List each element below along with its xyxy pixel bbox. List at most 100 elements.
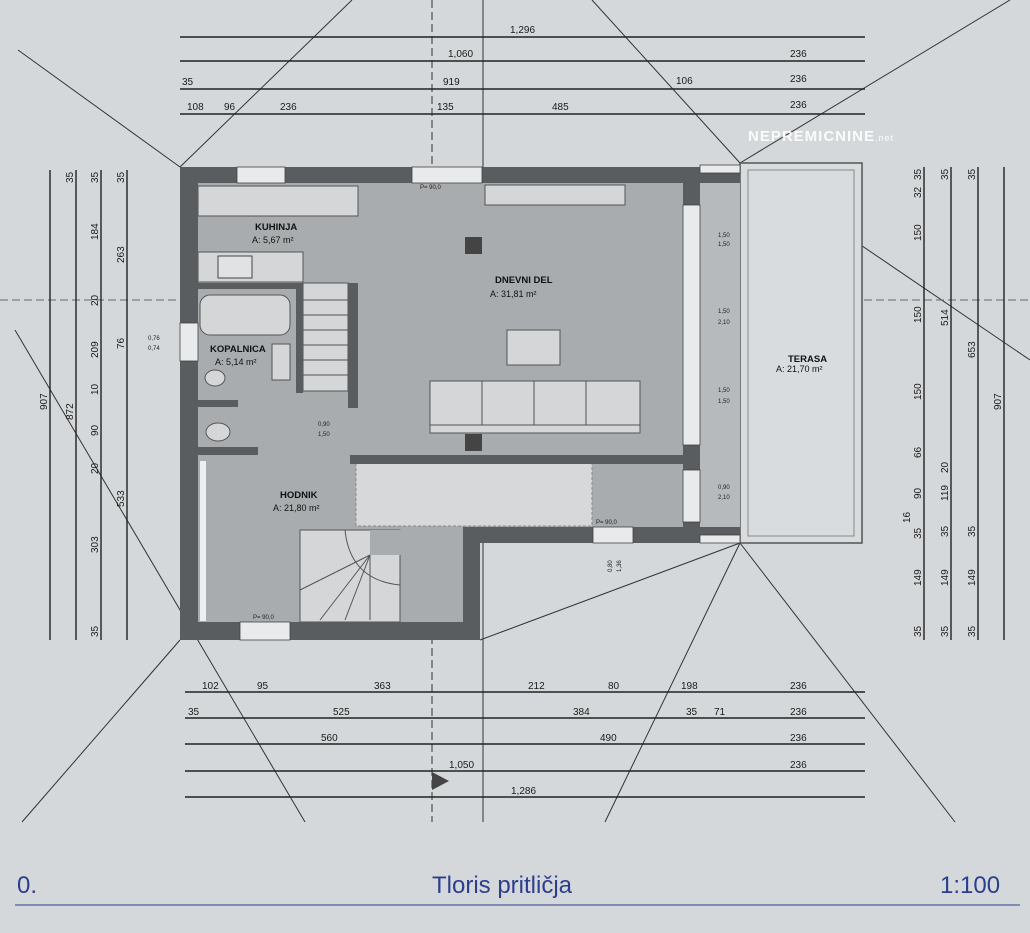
bidet bbox=[204, 369, 226, 387]
dim-label: 35 bbox=[116, 171, 127, 183]
dim-label: 66 bbox=[913, 446, 924, 458]
dim-label: 32 bbox=[913, 186, 924, 198]
terrace-inner bbox=[747, 169, 855, 537]
dim-label: 1,060 bbox=[448, 49, 473, 60]
parapet-height: P= 90,0 bbox=[420, 185, 442, 191]
opening-width: 0,90 bbox=[718, 485, 730, 491]
dim-label: 653 bbox=[967, 341, 978, 358]
terrace-strip bbox=[700, 183, 740, 533]
dim-label: 35 bbox=[686, 707, 698, 718]
dim-label: 108 bbox=[187, 102, 204, 113]
dim-label: 490 bbox=[600, 733, 617, 744]
opening-width: 0,80 bbox=[608, 560, 614, 572]
dim-label: 35 bbox=[967, 525, 978, 537]
dim-label: 907 bbox=[39, 393, 50, 410]
sofa bbox=[429, 380, 641, 434]
dim-label: 35 bbox=[188, 707, 200, 718]
opening-width: 1,50 bbox=[718, 233, 730, 239]
stairs-landing bbox=[355, 462, 593, 527]
dim-label: 35 bbox=[967, 625, 978, 637]
dim-label: 90 bbox=[913, 487, 924, 499]
dim-label: 198 bbox=[681, 681, 698, 692]
dim-label: 149 bbox=[967, 569, 978, 586]
dim-label: 1,296 bbox=[510, 25, 535, 36]
opening-height: 2,10 bbox=[718, 495, 730, 501]
watermark-tld: .net bbox=[875, 133, 895, 143]
dim-label: 35 bbox=[65, 171, 76, 183]
dim-label: 16 bbox=[902, 511, 913, 523]
dim-label: 907 bbox=[993, 393, 1004, 410]
dim-label: 263 bbox=[116, 246, 127, 263]
room-area-dnevni: A: 31,81 m² bbox=[490, 289, 537, 299]
top-dimensions: 1,296 1,060 236 35 919 106 236 108 96 23… bbox=[182, 25, 807, 113]
dim-label: 919 bbox=[443, 77, 460, 88]
dim-label: 384 bbox=[573, 707, 590, 718]
dim-label: 209 bbox=[90, 341, 101, 358]
section-marker-icon bbox=[432, 772, 449, 790]
dim-label: 184 bbox=[90, 223, 101, 240]
plan-body bbox=[179, 162, 863, 641]
dim-label: 236 bbox=[790, 733, 807, 744]
room-name-hodnik: HODNIK bbox=[280, 490, 318, 501]
room-name-terasa: TERASA bbox=[788, 354, 827, 365]
opening-height: 0,74 bbox=[148, 346, 160, 352]
toilet bbox=[205, 422, 231, 442]
dim-label: 71 bbox=[714, 707, 726, 718]
opening-width: 1,50 bbox=[718, 388, 730, 394]
tv-cabinet bbox=[484, 184, 626, 206]
drawing-number: 0. bbox=[17, 872, 38, 899]
opening-labels: 0,76 0,74 0,90 1,50 1,50 1,50 1,50 2,10 … bbox=[148, 185, 730, 621]
dim-label: 525 bbox=[333, 707, 350, 718]
terrace-outline bbox=[739, 162, 863, 544]
room-area-hodnik: A: 21,80 m² bbox=[273, 503, 320, 513]
dim-label: 150 bbox=[913, 306, 924, 323]
dim-label: 35 bbox=[913, 168, 924, 180]
dimension-lines bbox=[49, 36, 1005, 798]
dim-label: 236 bbox=[790, 760, 807, 771]
opening-height: 1,36 bbox=[617, 560, 623, 572]
opening-width: 0,76 bbox=[148, 336, 160, 342]
dim-label: 236 bbox=[790, 100, 807, 111]
opening-width: 1,50 bbox=[718, 309, 730, 315]
bottom-dimensions: 102 95 363 212 80 198 236 35 525 384 35 … bbox=[188, 681, 807, 797]
dim-label: 119 bbox=[940, 485, 951, 501]
column-icon bbox=[465, 434, 482, 451]
dim-label: 236 bbox=[790, 49, 807, 60]
dim-label: 485 bbox=[552, 102, 569, 113]
drawing-scale: 1:100 bbox=[940, 872, 1001, 899]
dim-label: 135 bbox=[437, 102, 454, 113]
dim-label: 35 bbox=[967, 168, 978, 180]
dim-label: 1,286 bbox=[511, 786, 536, 797]
dim-label: 20 bbox=[90, 462, 101, 474]
opening-height: 1,50 bbox=[718, 242, 730, 248]
dim-label: 303 bbox=[90, 536, 101, 553]
parapet-height: P= 90,0 bbox=[596, 520, 618, 526]
dim-label: 236 bbox=[790, 74, 807, 85]
kitchen-counter bbox=[197, 185, 359, 217]
dim-label: 149 bbox=[913, 569, 924, 586]
room-area-kuhinja: A: 5,67 m² bbox=[252, 235, 294, 245]
room-name-kopalnica: KOPALNICA bbox=[210, 344, 266, 355]
dim-label: 560 bbox=[321, 733, 338, 744]
windows bbox=[179, 164, 741, 641]
dim-label: 95 bbox=[257, 681, 269, 692]
dim-label: 212 bbox=[528, 681, 545, 692]
watermark: NEPREMICNINE.net bbox=[748, 128, 894, 145]
dim-label: 96 bbox=[224, 102, 236, 113]
room-area-kopalnica: A: 5,14 m² bbox=[215, 357, 257, 367]
dim-label: 236 bbox=[790, 707, 807, 718]
dim-label: 20 bbox=[940, 461, 951, 473]
dim-label: 102 bbox=[202, 681, 219, 692]
dim-label: 106 bbox=[676, 76, 693, 87]
opening-height: 1,50 bbox=[318, 432, 330, 438]
dim-label: 80 bbox=[608, 681, 620, 692]
opening-height: 2,10 bbox=[718, 320, 730, 326]
dim-label: 35 bbox=[940, 168, 951, 180]
left-dimensions: 907 35 872 35 184 20 209 10 90 20 303 35… bbox=[39, 171, 127, 637]
opening-height: 1,50 bbox=[718, 399, 730, 405]
dim-label: 236 bbox=[280, 102, 297, 113]
dim-label: 872 bbox=[65, 403, 76, 420]
dim-label: 20 bbox=[90, 294, 101, 306]
dim-label: 35 bbox=[940, 625, 951, 637]
